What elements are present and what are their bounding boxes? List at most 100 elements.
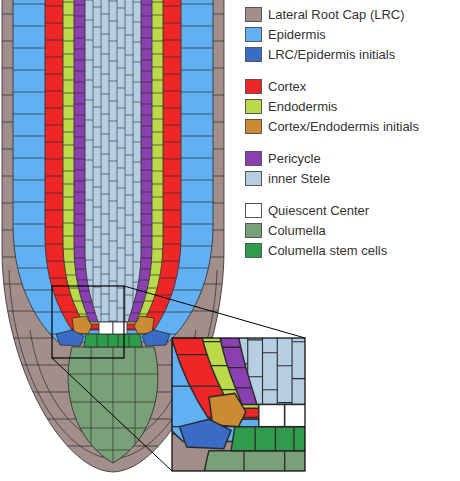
cell-wall: [93, 227, 101, 228]
cell-wall: [85, 100, 93, 101]
cell-wall: [117, 148, 125, 149]
legend-swatch: [245, 27, 262, 42]
cell-wall: [85, 200, 93, 201]
cell-wall: [101, 94, 109, 95]
cell-wall: [125, 135, 133, 136]
legend-text: inner Stele: [268, 170, 330, 188]
cell-wall: [125, 95, 133, 96]
legend-swatch: [245, 223, 262, 238]
cell-wall: [129, 330, 130, 350]
columella-stem-cells: [84, 334, 142, 347]
cell-layer: [85, 0, 141, 322]
legend-text: LRC/Epidermis initials: [268, 46, 395, 64]
cell-wall: [117, 128, 125, 129]
cell-wall: [93, 267, 101, 268]
cell-wall: [109, 301, 117, 302]
legend-swatch: [245, 171, 262, 186]
cell-layer: [45, 0, 181, 330]
cell-wall: [0, 478, 226, 479]
legend-item: Endodermis: [245, 98, 337, 116]
cell-wall: [93, 7, 101, 8]
cell-wall: [133, 142, 141, 143]
cell-wall: [85, 0, 93, 1]
cell-wall: [117, 208, 125, 209]
cell-wall: [133, 202, 141, 203]
cell-wall: [101, 294, 109, 295]
cell-wall: [93, 27, 101, 28]
cell-wall: [97, 330, 98, 350]
legend-item: Quiescent Center: [245, 202, 369, 220]
cell-wall: [101, 34, 109, 35]
legend-swatch: [245, 99, 262, 114]
cell-wall: [133, 42, 141, 43]
cell-wall: [85, 60, 93, 61]
cell-wall: [117, 188, 125, 189]
cell-wall: [101, 54, 109, 55]
cell-wall: [133, 282, 141, 283]
cell-wall: [85, 180, 93, 181]
cell-wall: [93, 207, 101, 208]
legend-item: LRC/Epidermis initials: [245, 46, 395, 64]
cell-wall: [101, 314, 109, 315]
cell-wall: [117, 0, 118, 330]
cell-wall: [133, 2, 141, 3]
legend-text: Endodermis: [268, 98, 337, 116]
cell-wall: [101, 74, 109, 75]
cell-wall: [109, 281, 117, 282]
legend-swatch: [245, 203, 262, 218]
cell-wall: [93, 167, 101, 168]
quiescent-center: [113, 322, 127, 334]
cell-wall: [93, 107, 101, 108]
cell-wall: [109, 101, 117, 102]
cell-wall: [117, 168, 125, 169]
cell-wall: [93, 287, 101, 288]
cell-wall: [109, 41, 117, 42]
cell-wall: [101, 14, 109, 15]
cell-wall: [133, 122, 141, 123]
cell-wall: [109, 0, 110, 330]
cell-wall: [117, 248, 125, 249]
cell-wall: [109, 161, 117, 162]
cell-wall: [125, 155, 133, 156]
cell-wall: [101, 274, 109, 275]
cell-wall: [133, 62, 141, 63]
legend-item: Cortex/Endodermis initials: [245, 118, 419, 136]
cell-wall: [109, 201, 117, 202]
cell-wall: [85, 120, 93, 121]
initial-cell: [142, 330, 170, 346]
cell-wall: [117, 8, 125, 9]
cell-wall: [125, 215, 133, 216]
cell-wall: [117, 28, 125, 29]
cell-wall: [117, 68, 125, 69]
legend-text: Columella stem cells: [268, 242, 387, 260]
cell-wall: [117, 268, 125, 269]
legend-item: Lateral Root Cap (LRC): [245, 6, 405, 24]
cell-wall: [85, 280, 93, 281]
cell-wall: [133, 302, 141, 303]
cell-wall: [101, 0, 102, 330]
cell-wall: [133, 182, 141, 183]
cell-wall: [113, 340, 114, 470]
cell-wall: [109, 181, 117, 182]
inset-border: [172, 338, 305, 471]
cell-wall: [85, 160, 93, 161]
cell-wall: [93, 127, 101, 128]
legend-item: inner Stele: [245, 170, 330, 188]
legend-swatch: [245, 243, 262, 258]
cell-wall: [125, 175, 133, 176]
cell-layer: [74, 0, 152, 322]
cell-wall: [93, 187, 101, 188]
cell-wall: [125, 0, 126, 330]
cell-wall: [93, 67, 101, 68]
cell-wall: [117, 228, 125, 229]
cell-wall: [133, 102, 141, 103]
quiescent-center: [99, 322, 113, 334]
cell-wall: [125, 255, 133, 256]
cell-wall: [109, 1, 117, 2]
cell-wall: [133, 222, 141, 223]
cell-wall: [85, 40, 93, 41]
cell-wall: [133, 82, 141, 83]
legend-text: Quiescent Center: [268, 202, 369, 220]
